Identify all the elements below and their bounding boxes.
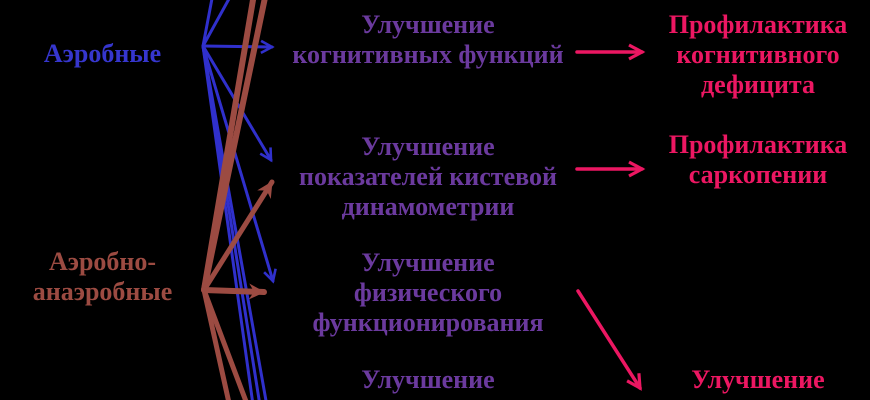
node-improvement-cropped-line1: Улучшение (361, 365, 495, 394)
node-cognitive-deficit-prevention-line3: дефицита (700, 70, 816, 99)
edge-aerobic-anaerobic-offscreen-top-2 (201, 0, 268, 293)
node-improvement-bottom: Улучшение (648, 365, 868, 395)
node-grip-dynamometry-line3: динамометрии (341, 192, 515, 221)
node-physical-functioning: Улучшение физического функционирования (288, 248, 568, 338)
node-cognitive-functions-line1: Улучшение (361, 10, 495, 39)
edge-aerobic-anaerobic-physical-functioning (201, 283, 267, 300)
edge-aerobic-offscreen-top-2 (201, 0, 231, 48)
node-aerobic-label: Аэробные (43, 39, 162, 68)
node-cognitive-deficit-prevention-line1: Профилактика (668, 10, 848, 39)
edge-aerobic-cognitive-functions (201, 39, 275, 54)
node-aerobic-anaerobic-label-line1: Аэробно- (48, 247, 157, 276)
node-cognitive-deficit-prevention-line2: когнитивного (676, 40, 840, 69)
node-cognitive-functions: Улучшение когнитивных функций (288, 10, 568, 70)
node-sarcopenia-prevention: Профилактика саркопении (648, 130, 868, 190)
node-aerobic: Аэробные (10, 39, 195, 69)
edge-aerobic-offscreen-top-1 (201, 0, 214, 48)
node-sarcopenia-prevention-line2: саркопении (688, 160, 828, 189)
node-physical-functioning-line2: физического (353, 278, 503, 307)
node-cognitive-functions-line2: когнитивных функций (292, 40, 564, 69)
edge-aerobic-offscreen-bottom-3 (201, 44, 268, 400)
node-aerobic-anaerobic-label-line2: анаэробные (32, 277, 173, 306)
edge-aerobic-physical-functioning (201, 44, 277, 284)
node-physical-functioning-line3: функционирования (312, 308, 544, 337)
node-improvement-bottom-line1: Улучшение (691, 365, 825, 394)
node-improvement-cropped: Улучшение (288, 365, 568, 395)
node-sarcopenia-prevention-line1: Профилактика (668, 130, 848, 159)
node-grip-dynamometry-line2: показателей кистевой (299, 162, 557, 191)
node-grip-dynamometry: Улучшение показателей кистевой динамомет… (288, 132, 568, 222)
node-grip-dynamometry-line1: Улучшение (361, 132, 495, 161)
node-physical-functioning-line1: Улучшение (361, 248, 495, 277)
edge-physical-functioning-improvement-bottom (576, 289, 642, 391)
edge-aerobic-anaerobic-offscreen-bottom-2 (201, 287, 249, 400)
node-cognitive-deficit-prevention: Профилактика когнитивного дефицита (648, 10, 868, 100)
node-aerobic-anaerobic: Аэробно- анаэробные (10, 247, 195, 307)
edge-aerobic-anaerobic-grip-dynamometry (201, 179, 275, 293)
edge-aerobic-anaerobic-offscreen-bottom-1 (201, 287, 231, 400)
